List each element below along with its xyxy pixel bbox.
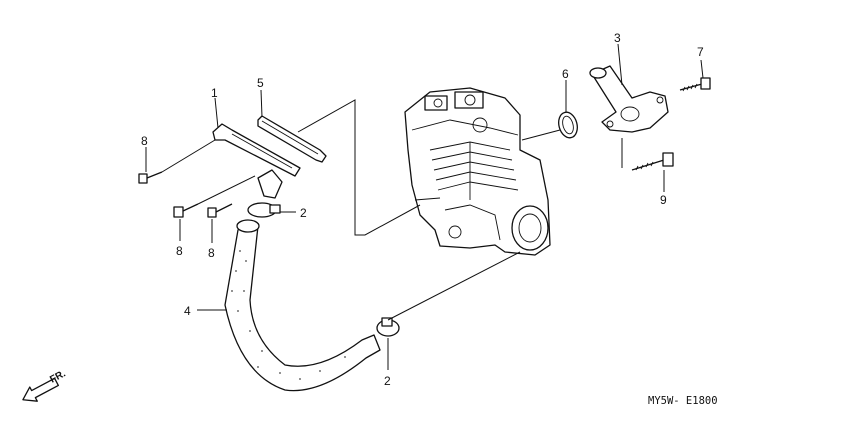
label-part-8a: 8 xyxy=(141,134,148,148)
clamp-part-2b xyxy=(376,317,400,337)
o-ring-part-5 xyxy=(257,115,327,163)
clamp-part-2a xyxy=(247,202,281,218)
label-part-2b: 2 xyxy=(384,374,391,388)
label-part-6: 6 xyxy=(562,67,569,81)
label-part-1: 1 xyxy=(211,86,218,100)
bolt-part-8b xyxy=(173,203,199,218)
front-direction-arrow-icon xyxy=(22,377,60,402)
o-ring-part-6 xyxy=(558,111,578,139)
bolt-part-9 xyxy=(631,152,674,171)
label-part-2a: 2 xyxy=(300,206,307,220)
bolt-part-7 xyxy=(679,77,711,92)
hose-part-4 xyxy=(224,219,381,392)
bolt-part-8c xyxy=(207,203,233,218)
bolt-part-8a xyxy=(138,171,163,184)
label-part-8c: 8 xyxy=(208,246,215,260)
engine-block xyxy=(404,87,551,256)
bracket-part-1 xyxy=(212,123,301,199)
diagram-code: MY5W- E1800 xyxy=(648,395,718,407)
front-direction-label: FR. xyxy=(48,368,68,385)
label-part-4: 4 xyxy=(184,304,191,318)
label-part-9: 9 xyxy=(660,193,667,207)
label-part-3: 3 xyxy=(614,31,621,45)
label-part-7: 7 xyxy=(697,45,704,59)
label-part-8b: 8 xyxy=(176,244,183,258)
label-part-5: 5 xyxy=(257,76,264,90)
water-outlet-part-3 xyxy=(589,65,669,133)
leader-lines xyxy=(145,43,704,370)
